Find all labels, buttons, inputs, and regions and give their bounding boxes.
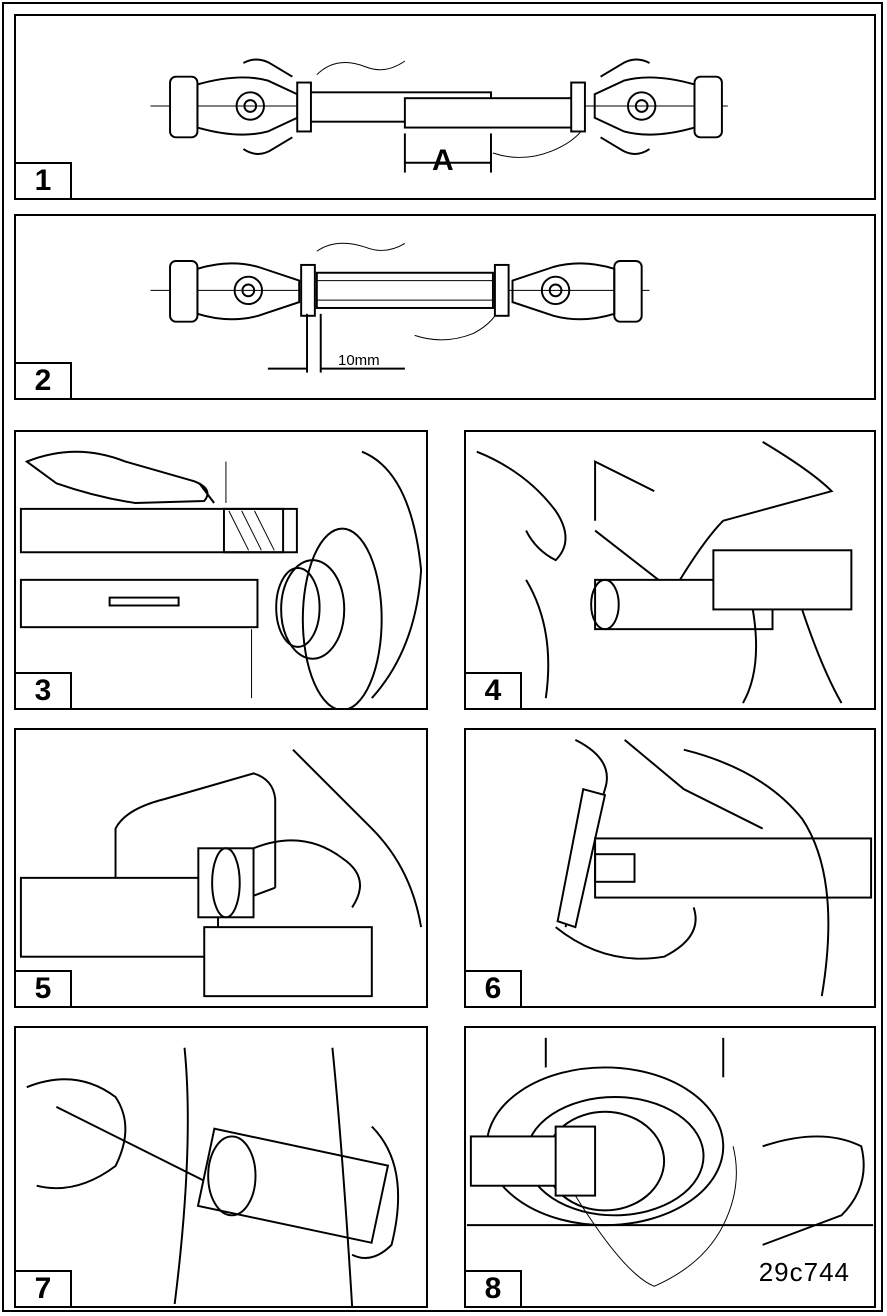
shaft-diagram-1 — [150, 58, 728, 173]
panel-number: 8 — [466, 1270, 522, 1306]
panel-number: 7 — [16, 1270, 72, 1306]
panel-number: 3 — [16, 672, 72, 708]
document-code: 29c744 — [758, 1257, 850, 1287]
overlap-dimension-label: A — [432, 144, 454, 177]
panel-8-reassemble-illustration: 8 29c744 — [464, 1026, 876, 1308]
illustration-7 — [26, 1047, 400, 1306]
illustration-5 — [19, 749, 423, 998]
panel-1-shaft-overlap-diagram: A 1 — [14, 14, 876, 200]
panel-2-shaft-clearance-diagram: 10mm 2 — [14, 214, 876, 400]
panel-6-file-tube-illustration: 6 — [464, 728, 876, 1008]
panel-number: 5 — [16, 970, 72, 1006]
clearance-dimension-label: 10mm — [338, 352, 380, 369]
panel-4-saw-tube-illustration: 4 — [464, 430, 876, 710]
panel-number: 6 — [466, 970, 522, 1006]
panel-5-saw-inner-tube-illustration: 5 — [14, 728, 428, 1008]
panel-number: 1 — [16, 162, 72, 198]
illustration-4 — [476, 441, 853, 704]
panel-number: 2 — [16, 362, 72, 398]
panel-7-deburr-illustration: 7 — [14, 1026, 428, 1308]
illustration-8 — [466, 1037, 874, 1287]
illustration-3 — [19, 450, 423, 708]
panel-number: 4 — [466, 672, 522, 708]
panel-3-mark-tube-illustration: 3 — [14, 430, 428, 710]
illustration-6 — [555, 738, 873, 997]
shaft-diagram-2 — [150, 242, 650, 373]
